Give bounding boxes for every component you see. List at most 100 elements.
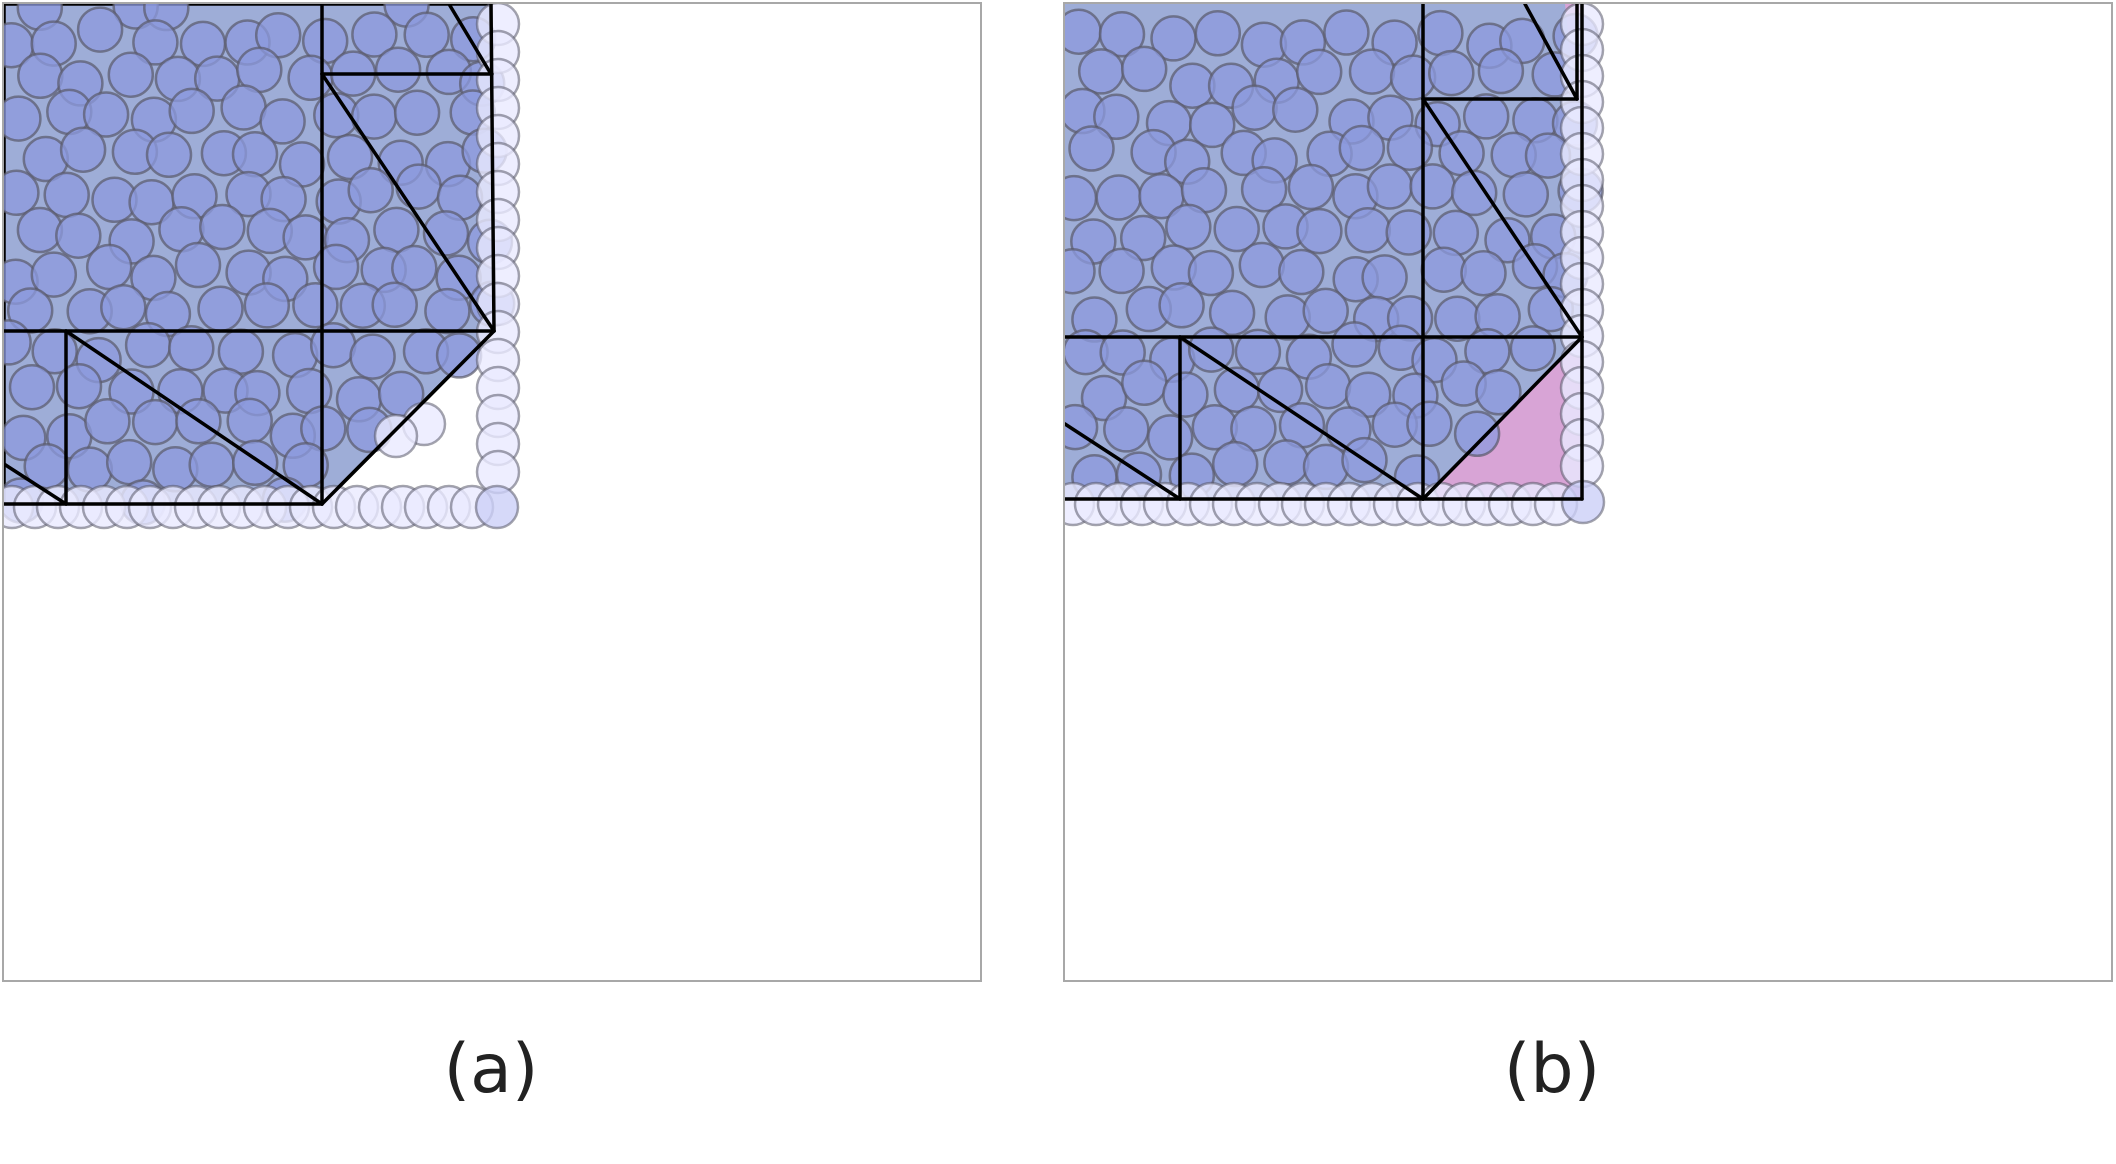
- interior-particle: [1234, 328, 1282, 376]
- interior-particle: [347, 166, 394, 214]
- interior-particle: [16, 206, 64, 254]
- interior-particle: [145, 131, 193, 179]
- interior-particle: [1348, 48, 1396, 95]
- boundary-particle: [474, 484, 520, 530]
- interior-particle: [1366, 163, 1414, 210]
- mesh-edge: [1421, 97, 1584, 339]
- interior-particle: [174, 241, 222, 289]
- interior-particle: [131, 398, 179, 446]
- interior-particle: [350, 93, 398, 140]
- interior-particle: [1103, 406, 1150, 453]
- interior-particle: [188, 441, 235, 488]
- interior-particle: [1453, 410, 1501, 458]
- interior-particle: [1304, 362, 1352, 410]
- interior-particle: [1272, 86, 1319, 133]
- interior-particle: [1098, 247, 1145, 295]
- interior-particle: [1323, 9, 1370, 56]
- interior-particle: [349, 333, 396, 380]
- interior-particle: [1278, 248, 1325, 296]
- mesh-edge: [1178, 335, 1425, 501]
- interior-particle: [1093, 93, 1140, 141]
- interior-particle: [1475, 369, 1522, 416]
- interior-particle: [1450, 169, 1498, 217]
- interior-particle: [1162, 371, 1209, 418]
- interior-particle: [59, 126, 107, 173]
- interior-particle: [100, 283, 147, 331]
- interior-particle: [1331, 321, 1378, 368]
- interior-particle: [82, 91, 130, 138]
- interior-particle: [1065, 174, 1098, 222]
- caption-b: (b): [1503, 1030, 1601, 1109]
- interior-particle: [1386, 124, 1434, 171]
- interior-particle: [1477, 47, 1525, 95]
- interior-particle: [1509, 325, 1557, 372]
- mesh-edge: [1523, 4, 1579, 101]
- interior-particle: [351, 11, 398, 58]
- interior-particle: [1098, 11, 1146, 58]
- interior-particle: [435, 332, 483, 379]
- interior-particle: [1065, 247, 1096, 295]
- mesh-edge: [4, 462, 68, 506]
- interior-particle: [1121, 359, 1168, 407]
- interior-particle: [1460, 249, 1507, 297]
- interior-particle: [393, 89, 441, 136]
- interior-particle: [1065, 8, 1102, 55]
- boundary-particle: [373, 413, 419, 459]
- interior-particle: [1502, 171, 1550, 218]
- interior-particle: [1361, 254, 1408, 301]
- interior-particle: [292, 281, 339, 329]
- interior-particle: [1194, 10, 1242, 57]
- mesh-diagram-a: [4, 4, 521, 530]
- interior-particle: [1080, 374, 1128, 422]
- interior-particle: [1238, 241, 1286, 289]
- interior-particle: [1188, 101, 1236, 149]
- interior-particle: [1428, 49, 1475, 97]
- interior-particle: [84, 398, 131, 445]
- interior-particle: [1119, 214, 1167, 262]
- interior-particle: [1240, 165, 1288, 213]
- interior-particle: [1417, 9, 1464, 57]
- interior-particle: [391, 244, 438, 292]
- interior-particle: [326, 133, 374, 181]
- interior-particle: [1302, 287, 1349, 335]
- mesh-edge: [489, 4, 496, 333]
- interior-particle: [55, 212, 102, 259]
- mesh-edge: [320, 329, 496, 506]
- interior-particle: [55, 362, 103, 410]
- interior-particle: [8, 363, 56, 411]
- interior-particle: [1077, 48, 1125, 95]
- interior-particle: [1095, 174, 1142, 221]
- interior-particle: [168, 87, 215, 135]
- interior-particle: [1165, 203, 1212, 251]
- interior-particle: [1169, 62, 1216, 109]
- interior-particle: [1187, 249, 1235, 297]
- interior-particle: [17, 52, 64, 100]
- interior-particle: [197, 285, 244, 333]
- interior-particle: [168, 324, 215, 372]
- interior-particle: [30, 251, 78, 298]
- interior-particle: [1120, 45, 1168, 93]
- interior-particle: [217, 328, 265, 375]
- panel-a: [2, 2, 982, 982]
- interior-particle: [1338, 124, 1386, 172]
- interior-particle: [259, 98, 306, 145]
- interior-particle: [1295, 48, 1343, 96]
- interior-particle: [374, 46, 422, 93]
- interior-particle: [243, 282, 291, 329]
- interior-particle: [85, 243, 133, 291]
- interior-particle: [1231, 84, 1278, 131]
- interior-particle: [1263, 439, 1310, 486]
- interior-particle: [105, 438, 153, 486]
- interior-particle: [1208, 289, 1256, 337]
- interior-particle: [1409, 163, 1456, 210]
- interior-particle: [220, 84, 267, 131]
- interior-particle: [199, 203, 246, 251]
- interior-particle: [1462, 93, 1510, 140]
- caption-a: (a): [443, 1030, 539, 1109]
- mesh-edge: [320, 72, 496, 333]
- mesh-edge: [1421, 335, 1584, 501]
- interior-particle: [1406, 400, 1453, 448]
- mesh-edge: [64, 329, 324, 506]
- interior-particle: [1213, 205, 1260, 253]
- interior-particle: [1068, 125, 1115, 172]
